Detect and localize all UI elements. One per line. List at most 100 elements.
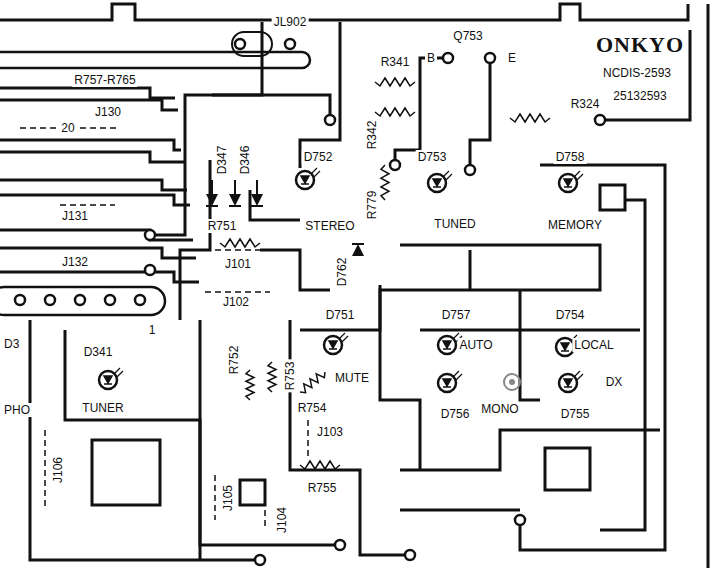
led-symbol — [574, 171, 583, 180]
resistor-label: R341 — [379, 55, 412, 69]
jumper-wire — [264, 480, 266, 530]
solder-pad — [325, 115, 335, 125]
solder-pad — [75, 295, 85, 305]
diode-label: D346 — [238, 144, 252, 177]
mounting-hole — [509, 379, 515, 385]
solder-pad — [405, 550, 415, 560]
led-symbol — [339, 333, 348, 342]
copper-trace — [520, 165, 665, 550]
solder-pad — [105, 295, 115, 305]
square-pad — [240, 480, 265, 505]
diode-label: D347 — [215, 144, 229, 177]
copper-trace — [520, 290, 640, 330]
brand-logo: ONKYO — [594, 33, 686, 57]
lead-line — [211, 180, 213, 194]
diode-label: D762 — [335, 256, 349, 289]
copper-trace — [0, 100, 178, 110]
diode-symbol — [229, 205, 241, 207]
jumper-label: J102 — [221, 295, 251, 309]
jumper-label: J104 — [275, 505, 289, 535]
led-symbol — [324, 333, 348, 354]
resistor-label: R757-R765 — [72, 73, 137, 87]
lead-line — [234, 180, 236, 194]
diode-label: D753 — [416, 150, 449, 164]
copper-trace — [0, 140, 181, 150]
connector-outline — [0, 287, 165, 315]
led-symbol — [453, 371, 462, 380]
jumper-outline — [232, 32, 272, 56]
resistor-label: R751 — [206, 219, 239, 233]
diode-label: D752 — [302, 150, 335, 164]
resistor-label: R753 — [283, 360, 297, 393]
silkscreen-text: STEREO — [303, 219, 356, 233]
jumper-wire — [205, 249, 270, 251]
resistor-symbol — [268, 362, 276, 392]
transistor-label: Q753 — [451, 29, 484, 43]
copper-trace — [65, 330, 200, 560]
jumper-label: J101 — [223, 257, 253, 271]
copper-trace — [260, 250, 330, 290]
copper-trace — [0, 272, 199, 282]
led-symbol — [438, 371, 462, 392]
copper-trace — [600, 200, 645, 530]
solder-pad — [145, 265, 155, 275]
copper-trace — [250, 190, 300, 220]
pin-label: E — [506, 51, 518, 65]
resistor-symbol — [381, 165, 389, 200]
diode-label: D757 — [440, 308, 473, 322]
jumper-label: J106 — [51, 455, 65, 485]
led-symbol — [99, 368, 123, 389]
led-symbol — [559, 171, 583, 192]
led-symbol — [443, 171, 452, 180]
diode-label: D754 — [554, 308, 587, 322]
silkscreen-text: MEMORY — [546, 218, 604, 232]
copper-trace — [707, 4, 710, 568]
diode-symbol — [352, 244, 364, 256]
board-number: NCDIS-2593 — [601, 66, 673, 80]
resistor-label: R324 — [569, 97, 602, 111]
solder-pad — [255, 555, 265, 565]
solder-pad — [443, 53, 453, 63]
jumper-label: J131 — [60, 209, 90, 223]
copper-trace — [0, 180, 187, 190]
led-symbol — [559, 371, 583, 392]
diode-label: D758 — [554, 150, 587, 164]
resistor-label: R342 — [365, 119, 379, 152]
silkscreen-text: PHO — [2, 403, 32, 417]
solder-pad — [335, 540, 345, 550]
square-pad — [545, 448, 590, 490]
led-symbol — [329, 341, 337, 349]
resistor-label: R752 — [227, 344, 241, 377]
silkscreen-text: MUTE — [333, 371, 371, 385]
silkscreen-text: LOCAL — [572, 338, 615, 352]
resistor-symbol — [220, 239, 260, 247]
copper-trace — [0, 152, 184, 162]
diode-label: D755 — [559, 407, 592, 421]
solder-pad — [235, 39, 245, 49]
led-symbol — [311, 168, 320, 177]
silkscreen-text: DX — [604, 375, 625, 389]
jumper-label: J103 — [315, 425, 345, 439]
copper-trace — [0, 88, 175, 98]
copper-trace — [400, 430, 660, 470]
led-symbol — [114, 368, 123, 377]
jumper-label: J132 — [60, 255, 90, 269]
pin-label: B — [425, 51, 437, 65]
jumper-wire — [214, 475, 216, 520]
solder-pad — [515, 515, 525, 525]
solder-pad — [15, 295, 25, 305]
jumper-wire — [307, 420, 309, 460]
led-symbol — [301, 176, 309, 184]
jumper-label: JL902 — [272, 15, 309, 29]
lead-line — [256, 180, 258, 194]
square-pad — [600, 185, 625, 210]
solder-pad — [285, 39, 295, 49]
copper-trace — [380, 285, 420, 470]
copper-trace — [150, 22, 262, 235]
led-symbol — [574, 371, 583, 380]
resistor-label: R779 — [365, 189, 379, 222]
resistor-symbol — [375, 78, 415, 86]
copper-trace — [470, 58, 490, 170]
jumper-wire — [44, 430, 46, 510]
